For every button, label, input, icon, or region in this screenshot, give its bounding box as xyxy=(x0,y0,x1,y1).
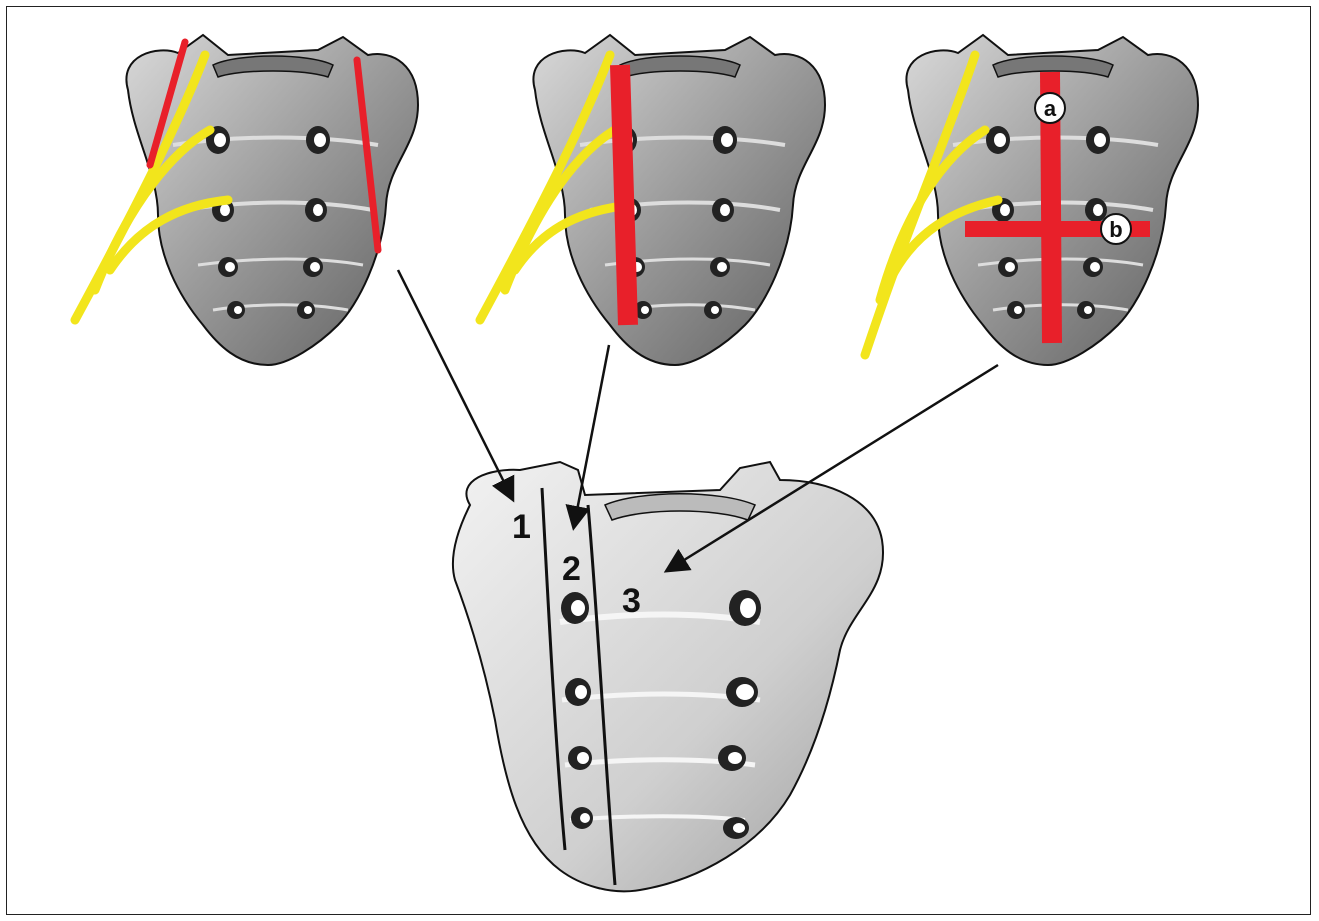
zone-3-label: 3 xyxy=(622,582,641,620)
sacrum-panel-2 xyxy=(533,35,825,365)
label-b: b xyxy=(1109,217,1122,242)
label-b-marker: b xyxy=(1101,214,1131,244)
label-a: a xyxy=(1044,96,1057,121)
arrow-panel1-to-zone1 xyxy=(398,270,512,498)
zone-2-label: 2 xyxy=(562,550,581,588)
fracture-lines-panel-2 xyxy=(620,65,628,325)
label-a-marker: a xyxy=(1035,93,1065,123)
zone-1-label: 1 xyxy=(512,508,531,546)
